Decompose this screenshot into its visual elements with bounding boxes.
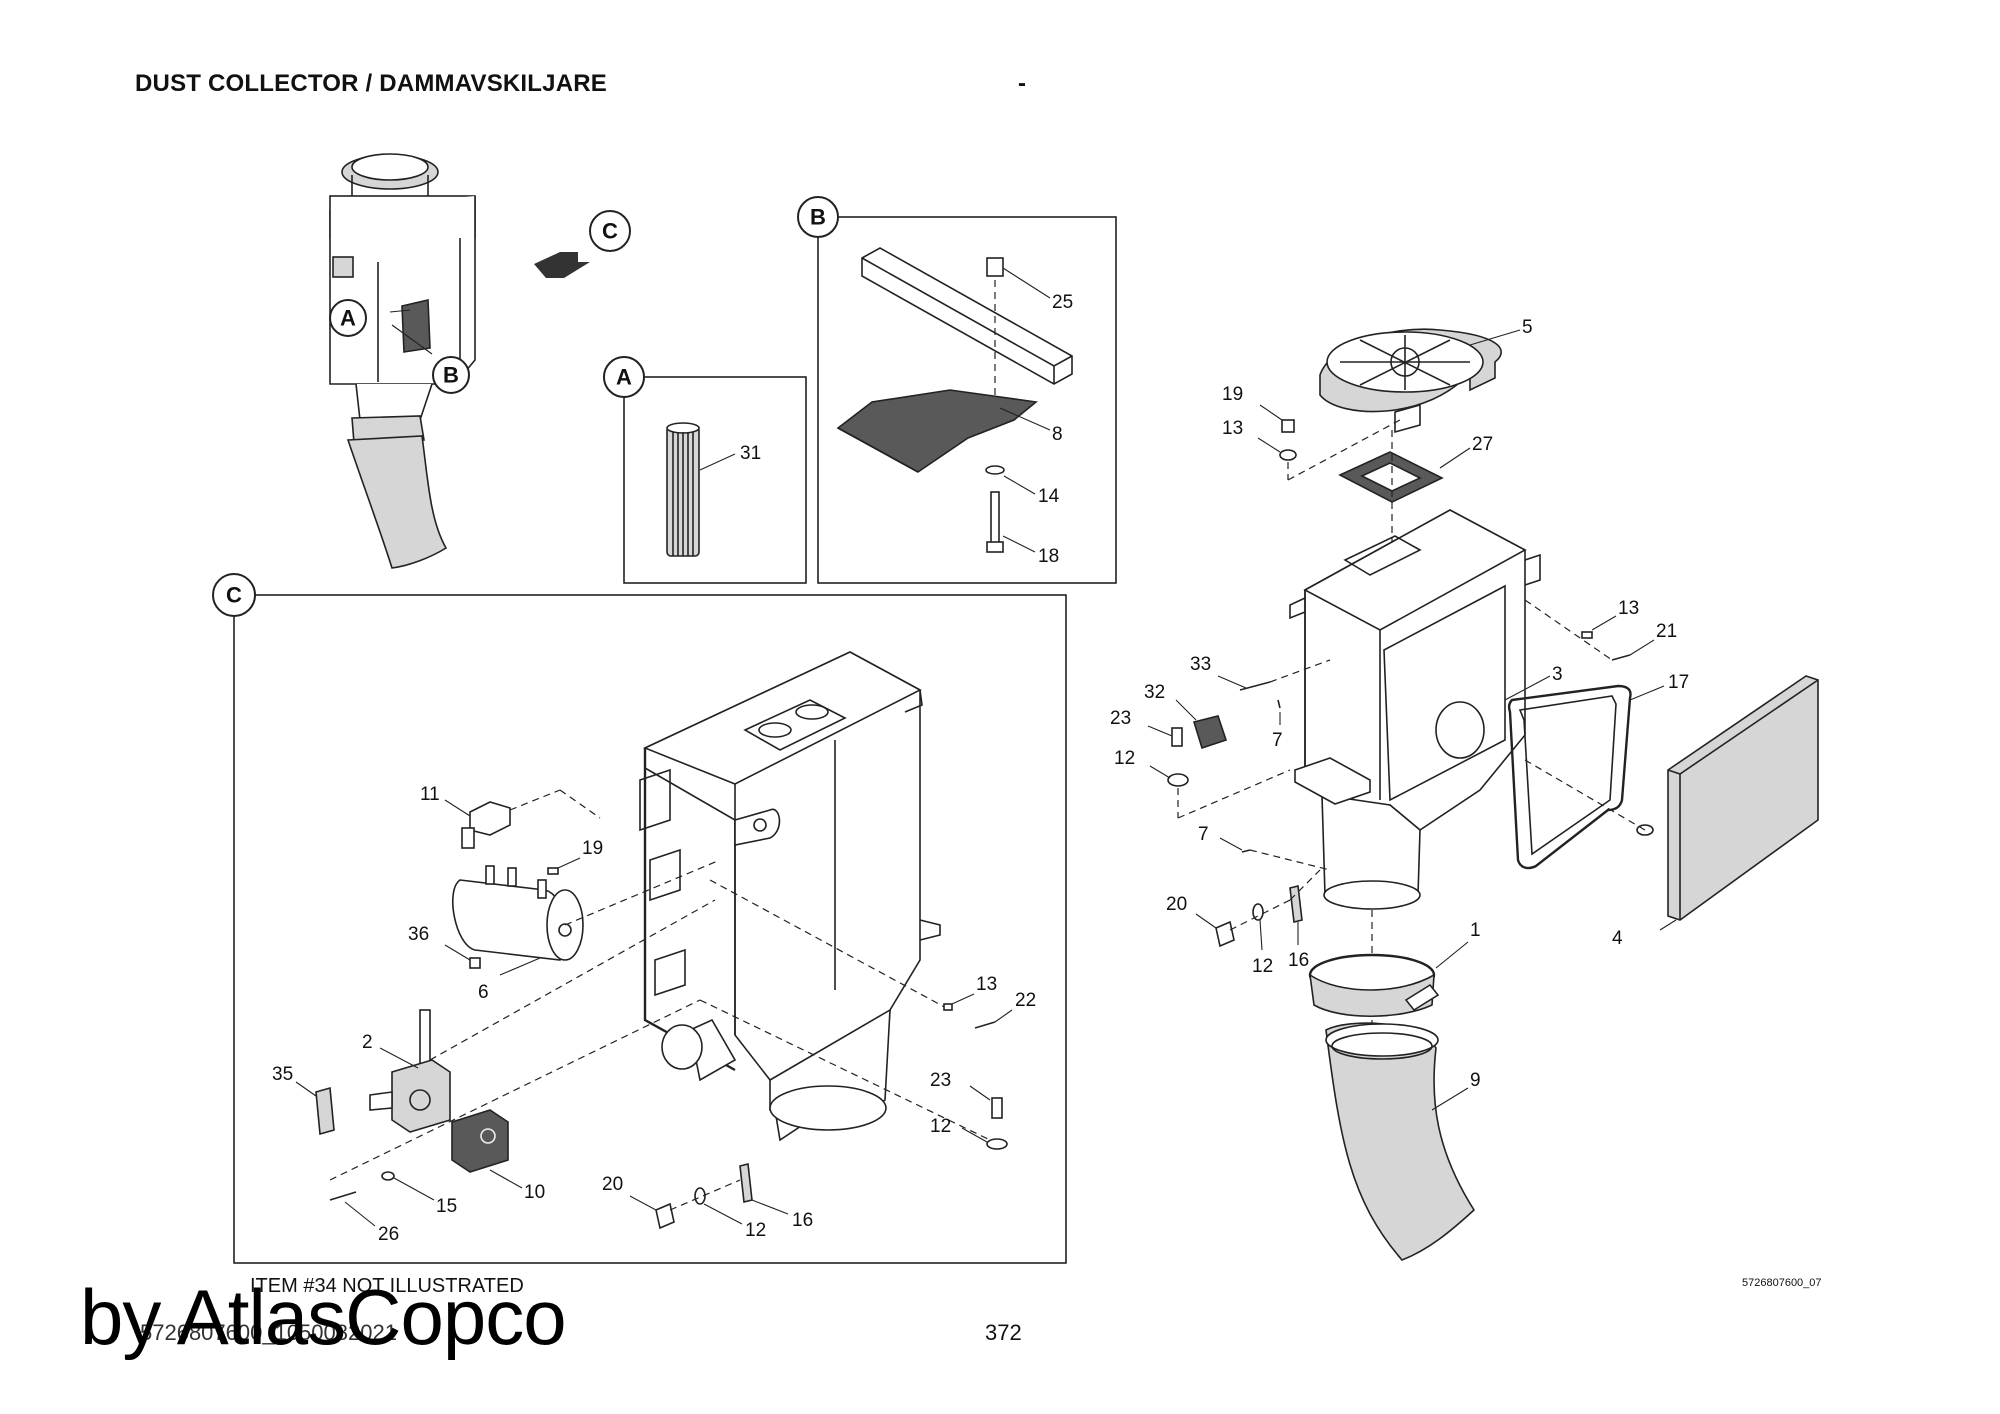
- callout-5: 5: [1522, 317, 1533, 338]
- callout-20-main: 20: [1166, 894, 1187, 915]
- callout-13-c: 13: [976, 974, 997, 995]
- callout-15: 15: [436, 1196, 457, 1217]
- callout-16-main: 16: [1288, 950, 1309, 971]
- title-dash: -: [1018, 70, 1026, 97]
- callout-21: 21: [1656, 621, 1677, 642]
- callout-11: 11: [420, 784, 440, 805]
- view-marker-b-overview: B: [432, 356, 470, 394]
- detail-view-a: A 31: [603, 356, 807, 584]
- document-number: 5726807600_1050082021: [140, 1320, 397, 1345]
- callout-19-main: 19: [1222, 384, 1243, 405]
- callout-25: 25: [1052, 292, 1073, 313]
- watermark-text: by AtlasCopco: [80, 1273, 567, 1361]
- callout-35: 35: [272, 1064, 293, 1085]
- callout-23-c: 23: [930, 1070, 951, 1091]
- main-exploded-view: 5 19 13 27 13 21: [1110, 317, 1819, 1261]
- callout-32: 32: [1144, 682, 1165, 703]
- detail-b-label: B: [810, 205, 826, 230]
- callout-33: 33: [1190, 654, 1211, 675]
- callout-31: 31: [740, 443, 761, 464]
- svg-text:A: A: [340, 306, 356, 331]
- callout-7-lower: 7: [1198, 824, 1209, 845]
- callout-14: 14: [1038, 486, 1060, 507]
- callout-1: 1: [1470, 920, 1481, 941]
- callout-6: 6: [478, 982, 489, 1003]
- callout-2: 2: [362, 1032, 373, 1053]
- callout-3: 3: [1552, 664, 1563, 685]
- detail-view-c: C 11 19: [212, 573, 1067, 1264]
- detail-view-b: B 25 8 14 18: [797, 196, 1117, 584]
- detail-a-label: A: [616, 365, 632, 390]
- callout-19-c: 19: [582, 838, 603, 859]
- callout-12-main-left: 12: [1114, 748, 1135, 769]
- callout-13-main-right: 13: [1618, 598, 1639, 619]
- detail-c-label: C: [226, 583, 242, 608]
- overview-assembly: [329, 153, 590, 569]
- callout-9: 9: [1470, 1070, 1481, 1091]
- callout-36: 36: [408, 924, 429, 945]
- callout-16-c: 16: [792, 1210, 813, 1231]
- callout-12-c-right: 12: [930, 1116, 951, 1137]
- callout-23-main: 23: [1110, 708, 1131, 729]
- view-marker-c-overview: C: [589, 210, 631, 252]
- callout-8: 8: [1052, 424, 1063, 445]
- page-title: DUST COLLECTOR / DAMMAVSKILJARE: [135, 70, 607, 97]
- callout-7-upper: 7: [1272, 730, 1283, 751]
- not-illustrated-note: ITEM #34 NOT ILLUSTRATED: [250, 1275, 524, 1297]
- page-number: 372: [985, 1320, 1022, 1345]
- callout-26: 26: [378, 1224, 399, 1245]
- svg-text:C: C: [602, 219, 618, 244]
- view-marker-a-overview: A: [329, 299, 367, 337]
- callout-20-c: 20: [602, 1174, 623, 1195]
- svg-text:B: B: [443, 363, 459, 388]
- drawing-number: 5726807600_07: [1742, 1277, 1822, 1289]
- callout-12-c-bottom: 12: [745, 1220, 766, 1241]
- callout-22: 22: [1015, 990, 1036, 1011]
- callout-12-main-bottom: 12: [1252, 956, 1273, 977]
- callout-17: 17: [1668, 672, 1689, 693]
- callout-13-main-top: 13: [1222, 418, 1243, 439]
- callout-10: 10: [524, 1182, 545, 1203]
- callout-4: 4: [1612, 928, 1623, 949]
- callout-27: 27: [1472, 434, 1493, 455]
- callout-18: 18: [1038, 546, 1059, 567]
